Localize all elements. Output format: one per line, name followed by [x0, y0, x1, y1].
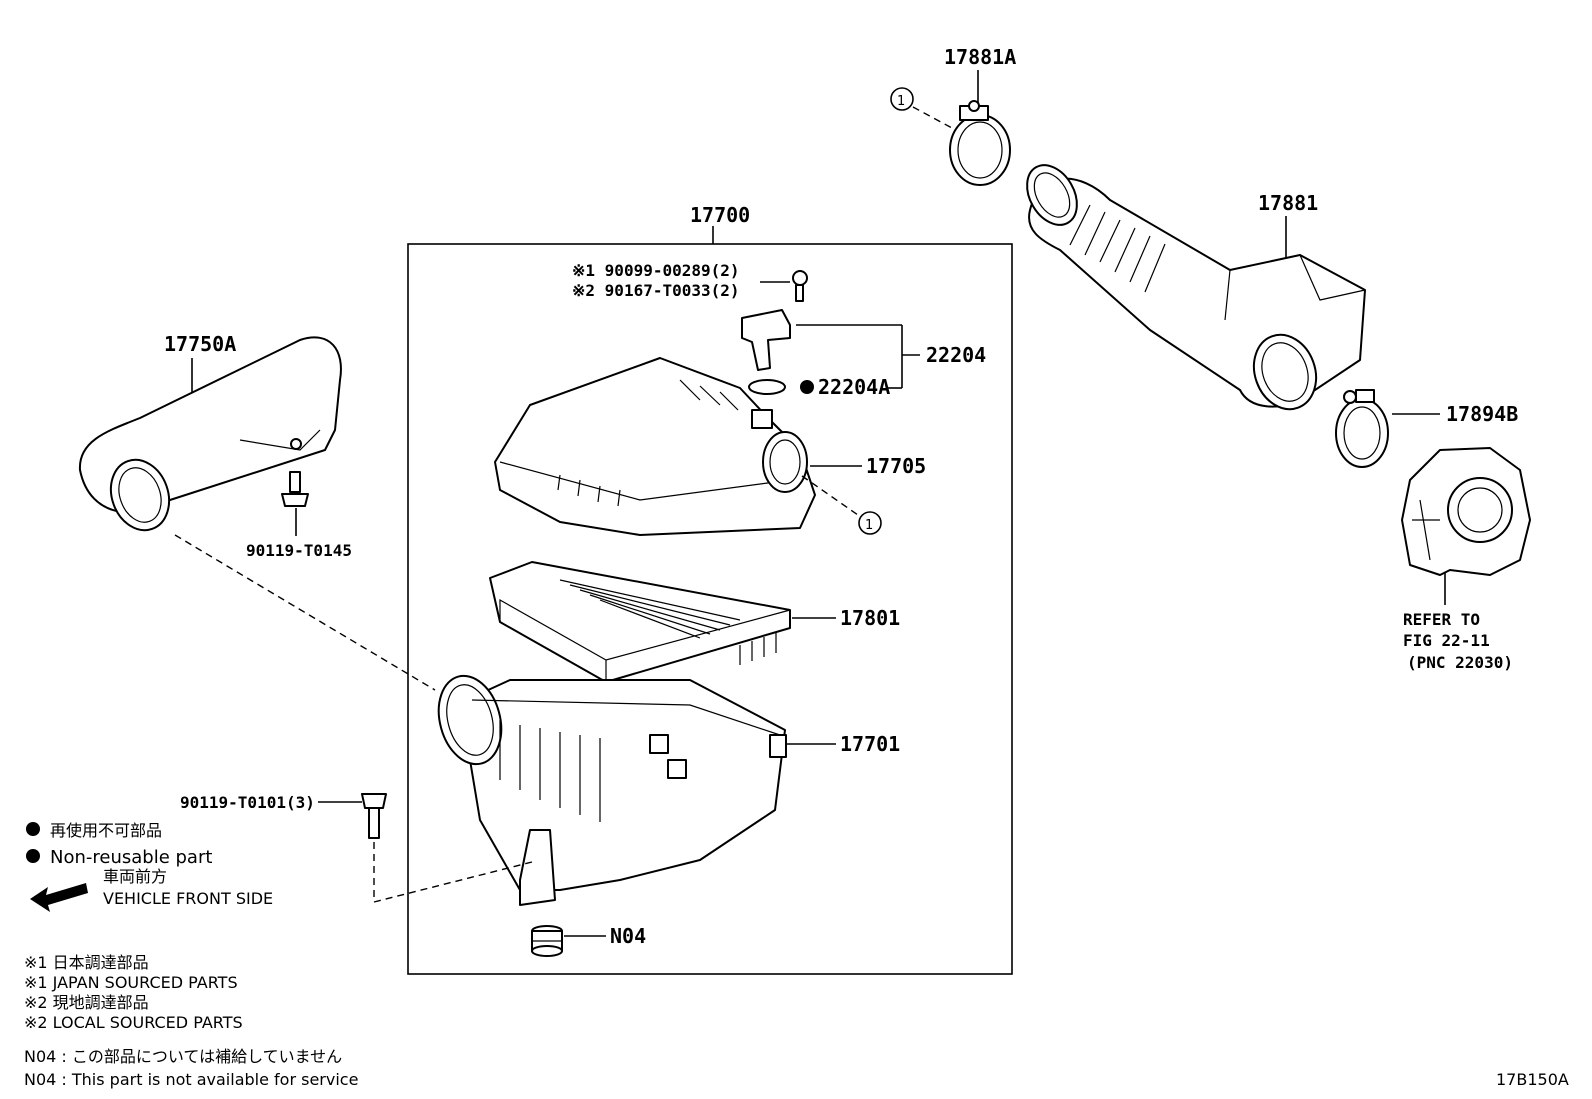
refer-line-2: FIG 22-11	[1403, 631, 1490, 650]
bolt-90119-T0145	[281, 471, 309, 507]
label-17881: 17881	[1258, 191, 1318, 215]
refer-line-3: (PNC 22030)	[1407, 653, 1513, 672]
damper-N04	[531, 925, 563, 957]
air-cleaner-case-17701	[437, 674, 787, 906]
legend-dot-en	[26, 849, 40, 863]
reference-circle-1-top	[890, 87, 914, 111]
label-17700: 17700	[690, 203, 750, 227]
footnote-2-jp: ※2 現地調達部品	[24, 993, 149, 1012]
o-ring-22204A	[748, 379, 786, 395]
label-90119-T0145: 90119-T0145	[246, 541, 352, 560]
label-17881A: 17881A	[944, 45, 1016, 69]
bolt-90119-T0101	[361, 793, 387, 839]
throttle-body	[1401, 447, 1531, 576]
nonreusable-dot-22204A	[800, 380, 814, 394]
label-22204A: 22204A	[818, 375, 890, 399]
intake-hose-17881	[1026, 164, 1366, 411]
footnote-1-jp: ※1 日本調達部品	[24, 953, 149, 972]
clamp-17894B	[1335, 389, 1389, 468]
footnote-n04-jp: N04 : この部品については補給していません	[24, 1047, 342, 1066]
label-17701: 17701	[840, 732, 900, 756]
label-17801: 17801	[840, 606, 900, 630]
filter-element-17801	[489, 561, 791, 683]
legend-front-en: VEHICLE FRONT SIDE	[103, 889, 273, 908]
figure-id: 17B150A	[1496, 1070, 1569, 1089]
label-N04: N04	[610, 924, 646, 948]
label-17705: 17705	[866, 454, 926, 478]
assembly-box-17700	[407, 243, 1013, 975]
screw-sensor	[792, 270, 808, 302]
front-arrow-icon	[30, 883, 88, 912]
footnote-2-en: ※2 LOCAL SOURCED PARTS	[24, 1013, 243, 1032]
legend-dot-jp	[26, 822, 40, 836]
reference-circle-1-cap	[858, 511, 882, 535]
label-90119-T0101: 90119-T0101(3)	[180, 793, 315, 812]
svg-text:1: 1	[865, 518, 873, 533]
legend-nonreusable-en: Non-reusable part	[50, 847, 212, 868]
label-90167-T0033: ※2 90167-T0033(2)	[572, 281, 740, 300]
label-17894B: 17894B	[1446, 402, 1518, 426]
air-cleaner-cap-17705	[494, 357, 816, 536]
label-90099-00289: ※1 90099-00289(2)	[572, 261, 740, 280]
clamp-17881A	[949, 100, 1011, 186]
legend-front-jp: 車両前方	[103, 867, 167, 886]
inlet-duct-17750A	[78, 336, 342, 532]
legend-nonreusable-jp: 再使用不可部品	[50, 821, 162, 840]
footnote-n04-en: N04 : This part is not available for ser…	[24, 1070, 358, 1089]
label-17750A: 17750A	[164, 332, 236, 356]
label-22204: 22204	[926, 343, 986, 367]
svg-text:1: 1	[897, 94, 905, 109]
footnote-1-en: ※1 JAPAN SOURCED PARTS	[24, 973, 238, 992]
air-flow-meter-22204	[741, 309, 791, 371]
refer-line-1: REFER TO	[1403, 610, 1480, 629]
